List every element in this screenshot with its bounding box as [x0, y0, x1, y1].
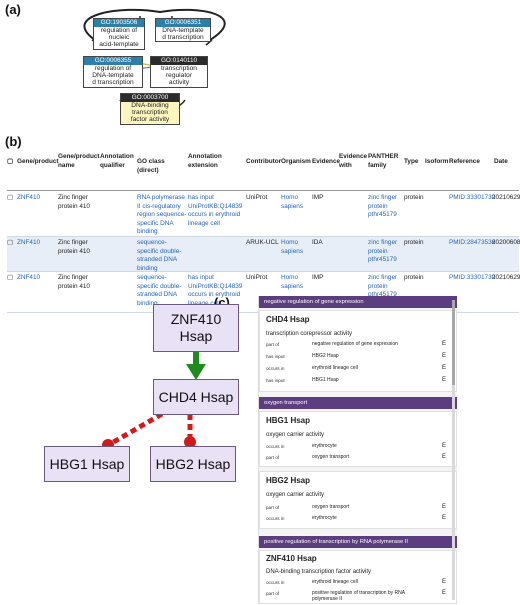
- col-isoform[interactable]: Isoform: [425, 158, 449, 165]
- col-gene-product[interactable]: Gene/product: [17, 158, 59, 165]
- activity-card-hbg2[interactable]: HBG2 Hsap oxygen carrier activity part o…: [259, 471, 457, 529]
- panther-link[interactable]: zinc finger protein pthr45179: [368, 274, 398, 299]
- go-node-0006351: GO:0006351 DNA-template d transcription: [155, 18, 211, 43]
- reference-link[interactable]: PMID:33301730: [449, 274, 496, 281]
- col-evidence-with[interactable]: Evidence with: [339, 153, 368, 169]
- side-panel-scrollbar-thumb[interactable]: [452, 300, 455, 385]
- organism-link[interactable]: Homo sapiens: [281, 194, 304, 210]
- go-class-link[interactable]: sequence-specific double-stranded DNA bi…: [137, 274, 182, 307]
- panel-b-label: (b): [5, 134, 22, 149]
- go-node-0006355: GO:0006355 regulation of DNA-template d …: [83, 56, 143, 88]
- extension-link[interactable]: has input UniProtKB:Q14839 occurs in ery…: [188, 194, 243, 227]
- node-znf410[interactable]: ZNF410 Hsap: [153, 304, 239, 352]
- go-id: GO:0006351: [156, 19, 210, 27]
- reference-link[interactable]: PMID:33301730: [449, 194, 496, 201]
- col-type[interactable]: Type: [404, 158, 419, 165]
- go-id: GO:0006355: [84, 57, 142, 65]
- table-row: ▢ ZNF410 Zinc finger protein 410 RNA pol…: [7, 192, 520, 237]
- col-panther-family[interactable]: PANTHER family: [368, 153, 399, 169]
- gene-link[interactable]: ZNF410: [17, 274, 41, 281]
- go-node-0140110: GO:0140110 transcription regulator activ…: [150, 56, 208, 88]
- section-header: negative regulation of gene expression: [259, 296, 457, 308]
- reference-link[interactable]: PMID:28473536: [449, 239, 496, 246]
- panther-link[interactable]: zinc finger protein pthr45179: [368, 194, 398, 219]
- node-hbg2[interactable]: HBG2 Hsap: [150, 446, 236, 482]
- col-gene-product-name[interactable]: Gene/product name: [58, 153, 100, 169]
- go-id: GO:0140110: [151, 57, 207, 65]
- go-class-link[interactable]: RNA polymerase II cis-regulatory region …: [137, 194, 187, 236]
- col-contributor[interactable]: Contributor: [246, 158, 282, 165]
- section-header: oxygen transport: [259, 397, 457, 409]
- col-organism[interactable]: Organism: [281, 158, 311, 165]
- node-hbg1[interactable]: HBG1 Hsap: [44, 446, 130, 482]
- col-evidence[interactable]: Evidence: [312, 158, 341, 165]
- gene-link[interactable]: ZNF410: [17, 239, 41, 246]
- activity-card-znf410[interactable]: ZNF410 Hsap DNA-binding transcription fa…: [259, 550, 457, 604]
- col-annotation-qualifier[interactable]: Annotation qualifier: [100, 153, 134, 169]
- node-chd4[interactable]: CHD4 Hsap: [153, 379, 239, 415]
- go-class-link[interactable]: sequence-specific double-stranded DNA bi…: [137, 239, 182, 272]
- organism-link[interactable]: Homo sapiens: [281, 274, 304, 290]
- organism-link[interactable]: Homo sapiens: [281, 239, 304, 255]
- col-reference[interactable]: Reference: [449, 158, 480, 165]
- col-go-class[interactable]: GO class (direct): [137, 158, 165, 174]
- activity-card-chd4[interactable]: CHD4 Hsap transcription corepressor acti…: [259, 310, 457, 392]
- activity-card-hbg1[interactable]: HBG1 Hsap oxygen carrier activity occurs…: [259, 411, 457, 467]
- col-annotation-extension[interactable]: Annotation extension: [188, 153, 222, 169]
- row-checkbox[interactable]: ▢: [7, 239, 14, 246]
- panel-a-label: (a): [5, 2, 21, 17]
- go-id: GO:0003700: [121, 94, 179, 102]
- table-row: ▢ ZNF410 Zinc finger protein 410 sequenc…: [7, 237, 520, 272]
- go-node-1903506: GO:1903506 regulation of nucleic acid-te…: [93, 18, 145, 50]
- row-checkbox[interactable]: ▢: [7, 194, 14, 201]
- table-header: ▢ Gene/product Gene/product name Annotat…: [7, 152, 519, 191]
- go-id: GO:1903506: [94, 19, 144, 27]
- row-checkbox[interactable]: ▢: [7, 274, 14, 281]
- activation-arrowhead: [186, 364, 206, 380]
- panther-link[interactable]: zinc finger protein pthr45179: [368, 239, 398, 264]
- activity-side-panel: negative regulation of gene expression C…: [258, 296, 457, 604]
- section-header: positive regulation of transcription by …: [259, 536, 457, 548]
- side-panel-scrollbar[interactable]: [452, 300, 455, 600]
- gene-link[interactable]: ZNF410: [17, 194, 41, 201]
- extension-link[interactable]: has input UniProtKB:Q14839 occurs in ery…: [188, 274, 243, 307]
- col-date[interactable]: Date: [494, 158, 508, 165]
- go-node-0003700: GO:0003700 DNA-binding transcription fac…: [120, 93, 180, 125]
